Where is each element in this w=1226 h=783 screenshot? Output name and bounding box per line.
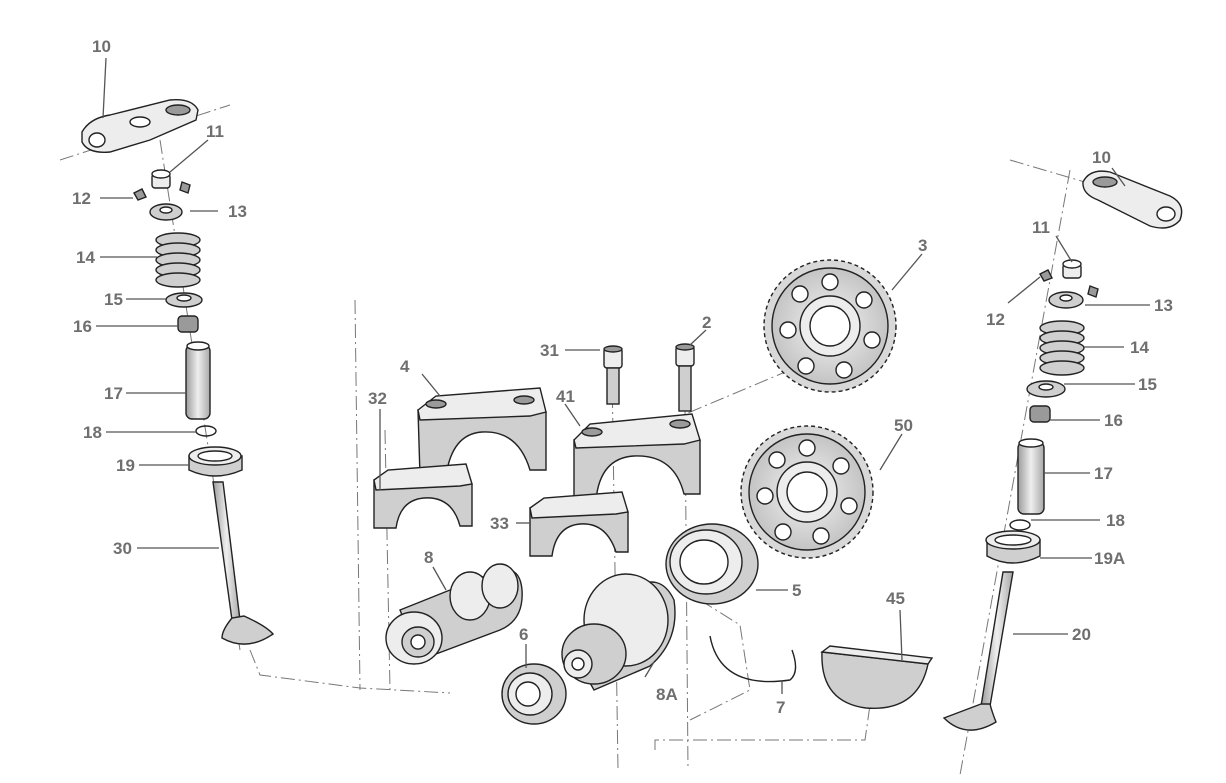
callout-3: 3 bbox=[918, 236, 927, 255]
bolt-31 bbox=[603, 345, 623, 405]
bolt-2 bbox=[675, 343, 695, 412]
right-valve-train bbox=[942, 170, 1183, 731]
callout-right-10: 10 bbox=[1092, 148, 1111, 167]
callout-8: 8 bbox=[424, 548, 433, 567]
callout-right-18: 18 bbox=[1106, 511, 1125, 530]
callout-left-12: 12 bbox=[72, 189, 91, 208]
callout-right-16: 16 bbox=[1104, 411, 1123, 430]
callout-left-10: 10 bbox=[92, 37, 111, 56]
left-rocker-arm bbox=[81, 99, 199, 153]
callout-left-18: 18 bbox=[83, 423, 102, 442]
callout-right-14: 14 bbox=[1130, 338, 1149, 357]
callout-right-15: 15 bbox=[1138, 375, 1157, 394]
camshaft-8a bbox=[561, 573, 676, 691]
bearing-cap-41 bbox=[573, 413, 701, 501]
callout-right-12: 12 bbox=[986, 310, 1005, 329]
right-valve-keepers bbox=[1039, 269, 1099, 298]
callout-right-13: 13 bbox=[1154, 296, 1173, 315]
callout-45: 45 bbox=[886, 589, 905, 608]
left-valve bbox=[212, 481, 275, 645]
callout-5: 5 bbox=[792, 581, 801, 600]
callout-41: 41 bbox=[556, 387, 575, 406]
right-spring-seat bbox=[1026, 380, 1066, 398]
bearing-cap-32 bbox=[373, 463, 473, 529]
sprocket-50 bbox=[740, 425, 874, 559]
right-valve bbox=[942, 571, 1014, 731]
callout-left-13: 13 bbox=[228, 202, 247, 221]
callouts: 10 11 12 13 14 15 16 17 18 19 30 10 11 1… bbox=[72, 37, 1173, 717]
bearing-cap-33 bbox=[529, 491, 629, 557]
left-valve-guide bbox=[185, 341, 211, 420]
callout-4: 4 bbox=[400, 357, 410, 376]
left-valve-keepers bbox=[133, 181, 191, 201]
left-valve-spring bbox=[155, 232, 201, 288]
callout-left-14: 14 bbox=[76, 248, 95, 267]
leader-lines bbox=[96, 57, 1150, 694]
thrust-washer-7 bbox=[709, 635, 797, 683]
callout-2: 2 bbox=[702, 313, 711, 332]
callout-33: 33 bbox=[490, 514, 509, 533]
callout-left-16: 16 bbox=[73, 317, 92, 336]
sprocket-3 bbox=[763, 259, 897, 393]
callout-8a: 8A bbox=[656, 685, 678, 704]
callout-left-17: 17 bbox=[104, 384, 123, 403]
camshaft-8 bbox=[385, 563, 523, 665]
left-spring-retainer bbox=[149, 203, 183, 221]
callout-31: 31 bbox=[540, 341, 559, 360]
callout-50: 50 bbox=[894, 416, 913, 435]
right-valve-seal bbox=[1029, 405, 1051, 423]
callout-32: 32 bbox=[368, 389, 387, 408]
left-valve-train bbox=[81, 99, 275, 645]
callout-7: 7 bbox=[776, 698, 785, 717]
bearing-5 bbox=[665, 523, 759, 605]
right-valve-cap bbox=[1062, 259, 1082, 279]
callout-6: 6 bbox=[519, 625, 528, 644]
right-circlip bbox=[1009, 519, 1031, 531]
callout-right-20: 20 bbox=[1072, 625, 1091, 644]
left-spring-seat bbox=[165, 292, 203, 308]
callout-right-17: 17 bbox=[1094, 464, 1113, 483]
right-rocker-arm bbox=[1082, 170, 1183, 229]
callout-left-15: 15 bbox=[104, 290, 123, 309]
bearing-cap-4 bbox=[417, 387, 547, 477]
callout-left-30: 30 bbox=[113, 539, 132, 558]
left-circlip bbox=[195, 425, 217, 437]
callout-right-19a: 19A bbox=[1094, 549, 1125, 568]
left-valve-cap bbox=[151, 169, 171, 189]
right-spring-retainer bbox=[1048, 291, 1084, 309]
right-valve-spring bbox=[1039, 320, 1085, 376]
bearing-6 bbox=[501, 663, 567, 725]
right-valve-seat-insert bbox=[985, 530, 1041, 564]
half-washer-45 bbox=[820, 645, 934, 709]
callout-right-11: 11 bbox=[1032, 218, 1050, 237]
left-valve-seat-insert bbox=[188, 446, 243, 477]
callout-left-19: 19 bbox=[116, 456, 135, 475]
callout-left-11: 11 bbox=[206, 122, 224, 141]
right-valve-guide bbox=[1017, 438, 1045, 515]
left-valve-seal bbox=[177, 315, 199, 333]
